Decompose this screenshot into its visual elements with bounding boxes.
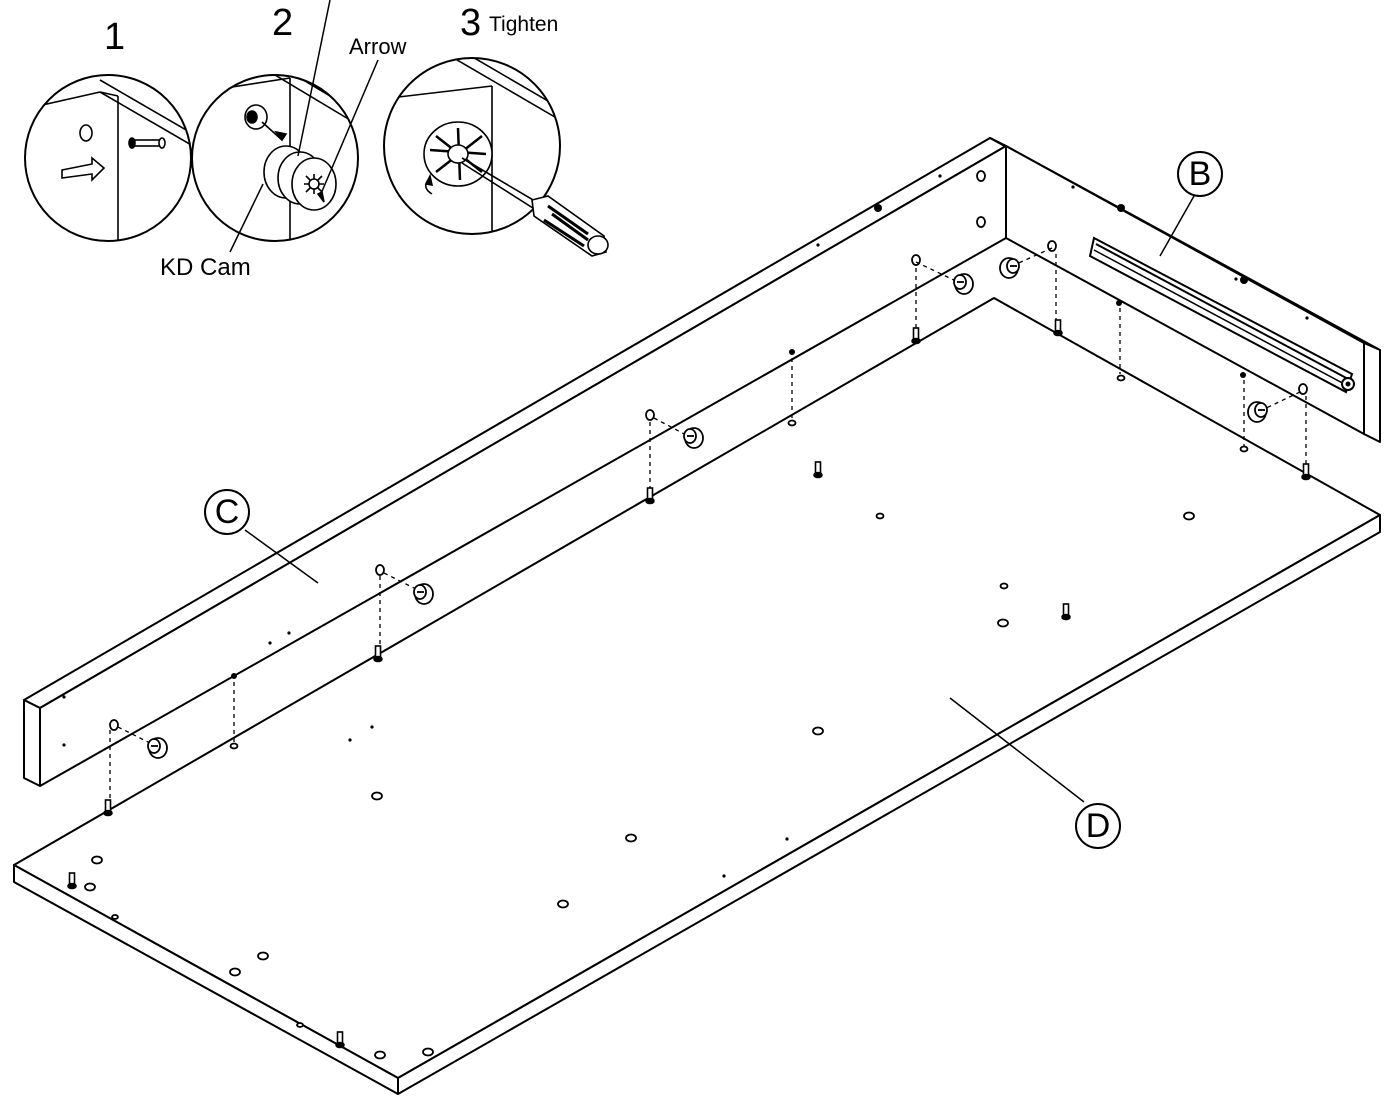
cam-lock: [953, 273, 974, 295]
cam-lock: [683, 427, 704, 449]
step-3-number: 3: [460, 2, 482, 44]
cam-lock: [147, 737, 168, 759]
part-label-b: B: [1177, 151, 1223, 197]
part-label-c: C: [204, 489, 250, 535]
kd-cam-callout: KD Cam: [160, 254, 251, 281]
assembly-guide-lines: [109, 247, 1307, 804]
step-3-label: Tighten: [489, 13, 559, 36]
edge-bolts: [231, 204, 1248, 679]
panel-c-back-board: [23, 137, 1007, 787]
panel-holes: [84, 170, 1308, 1060]
drawer-slide-rail: [1088, 236, 1355, 394]
detail-step-1: [24, 74, 192, 242]
cam-lock: [999, 257, 1020, 279]
detail-step-2: [191, 74, 359, 242]
small-pin-dots: [62, 174, 1309, 878]
detail-leader-lines: [229, 0, 379, 253]
step-1-number: 1: [104, 16, 126, 58]
arrow-callout: Arrow: [349, 34, 407, 59]
step-2-number: 2: [272, 2, 294, 44]
part-leader-lines: [244, 195, 1195, 803]
part-label-d: D: [1075, 803, 1121, 849]
detail-step-3: [383, 57, 609, 257]
cam-lock: [1247, 401, 1268, 423]
screwdriver-icon: [461, 157, 609, 257]
cam-locks: [147, 257, 1268, 759]
dowel-pins: [67, 319, 1311, 1049]
panel-d-base-board: [13, 297, 1381, 1095]
cam-lock: [413, 583, 434, 605]
cam-bolt-icon: [128, 137, 166, 149]
